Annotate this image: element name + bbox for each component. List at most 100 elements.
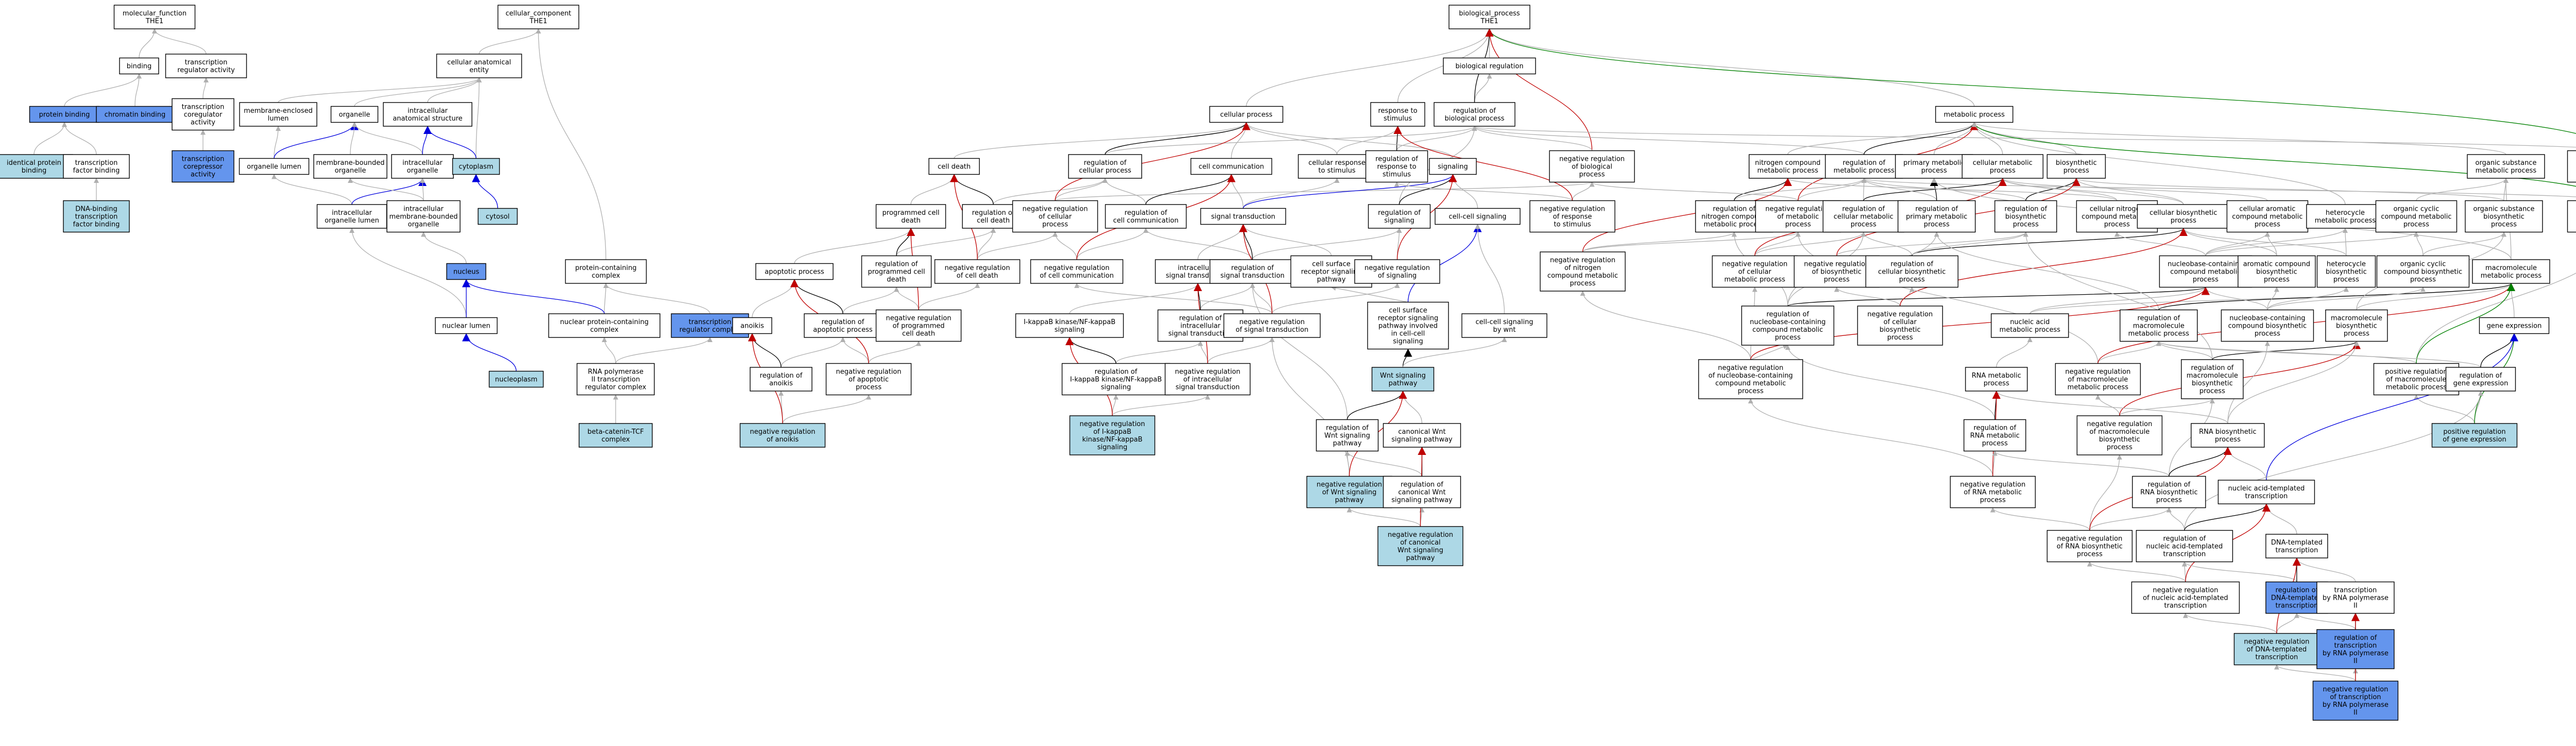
edge-gray [1472,126,2576,148]
node-box [436,54,522,78]
node-box [2221,309,2314,342]
edge-gray [2294,613,2356,630]
node-label-line: regulation of [1231,264,1274,272]
edge-gray [1972,122,2506,155]
edge-gray [352,122,423,155]
node-label-line: receptor signaling [1301,268,1362,276]
node-label-line: entity [469,66,489,74]
node-label-line: THE1 [145,18,163,25]
node-label-line: death [901,217,921,225]
node-box [2046,530,2133,563]
node-box [1190,158,1273,175]
node-label-line: stimulus [1383,115,1412,123]
node-label-line: process [1042,221,1068,229]
node-label-line: cellular anatomical [447,59,511,66]
node-box [2217,480,2315,504]
edge-gray [1229,174,1244,209]
node-label-line: organic substance [2473,206,2535,213]
node-box [1825,154,1903,179]
edge-gray [2227,341,2359,424]
node-label-line: organelle lumen [247,163,301,171]
node-label-line: regulation of [822,318,865,326]
node-label-line: process [1921,167,1947,175]
edge-gray [2089,454,2122,531]
node-label-line: metabolic process [2481,272,2542,280]
edge-gray [1972,122,2346,205]
node-box [2373,363,2460,396]
node-box [2325,309,2388,342]
node-label-line: of DNA-templated [2247,646,2307,654]
node-label-line: of biosynthetic [1812,268,1861,276]
node-label-line: cell communication [1113,217,1178,225]
node-label-line: death [887,276,906,284]
node-label-line: membrane-enclosed [244,107,313,115]
node-box [172,98,234,131]
node-label-line: cell surface [1389,307,1428,315]
node-box [1434,208,1521,225]
edge-gray [1252,228,1402,260]
node-box [165,54,247,78]
node-box [2136,530,2233,563]
node-box [579,423,653,448]
node-label-line: cellular metabolic [1834,213,1893,221]
node-label-line: macromolecule [2133,323,2184,330]
node-label-line: transcription [182,156,225,163]
node-label-line: of RNA metabolic [1964,489,2022,497]
node-box [1354,259,1440,284]
node-cell-communication: cell communication [1190,158,1273,175]
node-box [2120,309,2198,342]
node-label-line: identical protein [7,159,61,167]
node-box [1529,200,1616,233]
node-box [1857,306,1943,346]
edge-gray [1246,28,1492,107]
node-label-line: signaling [1384,217,1415,225]
edge-gray [1582,231,1737,252]
node-label-line: regulation of [2148,481,2191,489]
node-label-line: intracellular [403,206,444,213]
edge-gray [1331,285,1409,303]
edge-gray [1861,178,1867,201]
edge-gray [1115,341,1203,364]
node-label-line: negative regulation [1960,481,2025,489]
node-label-line: negative regulation [2153,587,2218,595]
node-box [577,363,655,396]
edge-gray [1394,181,1573,201]
edge-gray [1911,231,2028,256]
node-label-line: factor binding [73,167,120,175]
node-label-line: process [2255,221,2280,229]
node-box [113,5,196,29]
node-signal-transduction: signal transduction [1200,208,1286,225]
node-label-line: transcription [2245,493,2288,500]
node-label-line: negative regulation [1559,156,1624,163]
node-label-line: programmed cell [883,209,940,217]
node-label-line: process [1984,380,2009,387]
node-label-line: of macromolecule [2386,376,2447,384]
node-label-line: compound metabolic [2232,213,2302,221]
node-label-line: nucleic acid [2010,318,2049,326]
node-label-line: transcription [2163,551,2206,558]
node-cellular-process: cellular process [1209,106,1283,123]
node-label-line: compound biosynthetic [2384,268,2463,276]
node-label-line: cell-cell signaling [1476,318,1533,326]
node-organelle: organelle [330,106,379,123]
node-label-line: to stimulus [1554,221,1591,229]
node-label-line: process [2077,551,2103,558]
node-label-line: RNA metabolic [1970,432,2020,440]
node-label-line: transcription [185,59,228,66]
node-label-line: metabolic process [2315,217,2376,225]
